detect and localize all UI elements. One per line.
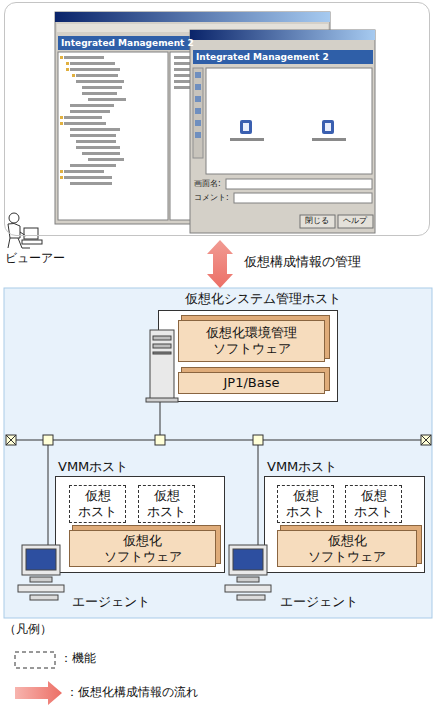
component-box: 仮想化 ソフトウェア — [69, 530, 216, 567]
connector-layer — [207, 240, 233, 288]
node-heading: 仮想化システム管理ホスト — [185, 291, 341, 307]
component-box: 仮想 ホスト — [345, 485, 402, 523]
field-label: 画面名: — [194, 179, 221, 189]
node-heading: VMMホスト — [58, 459, 128, 475]
component-box: 仮想 ホスト — [69, 485, 126, 523]
agent-label: エージェント — [280, 594, 358, 610]
component-box: 仮想 ホスト — [138, 485, 195, 523]
legend-dashed-sample — [15, 652, 55, 668]
host-box: 仮想化システム管理ホスト仮想化環境管理 ソフトウェア JP1/Base — [140, 288, 340, 406]
legend-arrow-sample — [15, 681, 62, 705]
node-label: 仮想 ホスト — [73, 488, 123, 519]
legend-text: ：仮想化構成情報の流れ — [66, 685, 198, 699]
node-heading: VMMホスト — [267, 459, 337, 475]
host-box: VMMホスト仮想 ホスト仮想 ホスト仮想化 ソフトウェア — [55, 476, 225, 573]
legend-heading: （凡例） — [4, 622, 52, 636]
component-box: JP1/Base — [178, 372, 325, 394]
agent-label: エージェント — [72, 594, 150, 610]
server-icon — [146, 330, 178, 402]
node-label: 仮想化 ソフトウェア — [299, 533, 395, 564]
component-box: 仮想 ホスト — [277, 485, 334, 523]
node-label: 仮想 ホスト — [349, 488, 399, 519]
flow-arrow — [207, 240, 233, 288]
component-box: 仮想化 ソフトウェア — [277, 530, 417, 567]
node-label: 仮想化 ソフトウェア — [95, 533, 191, 564]
legend-text: ：機能 — [60, 651, 96, 665]
host-box: VMMホスト仮想 ホスト仮想 ホスト仮想化 ソフトウェア — [264, 476, 425, 573]
viewer-icon — [8, 213, 42, 248]
component-box: 仮想化環境管理 ソフトウェア — [178, 320, 325, 362]
network-band — [4, 288, 432, 618]
edge-label: 仮想構成情報の管理 — [244, 254, 361, 270]
window-title: Integrated Management 2 — [196, 52, 329, 63]
button-label: ヘルプ — [343, 216, 367, 226]
screenshot-window — [190, 30, 375, 233]
legend-entry: ：機能 — [60, 651, 96, 665]
button-label: 閉じる — [305, 216, 329, 226]
node-label: 仮想化環境管理 ソフトウェア — [196, 325, 308, 356]
node-heading: ビューアー — [5, 251, 65, 265]
computer-icon — [18, 545, 64, 600]
field-label: コメント: — [194, 193, 229, 203]
computer-icon — [225, 545, 271, 600]
window-title: Integrated Management 2 — [61, 38, 194, 49]
node-label: 仮想 ホスト — [142, 488, 192, 519]
node-label: JP1/Base — [224, 375, 280, 391]
legend-entry: ：仮想化構成情報の流れ — [66, 685, 198, 699]
node-label: 仮想 ホスト — [281, 488, 331, 519]
